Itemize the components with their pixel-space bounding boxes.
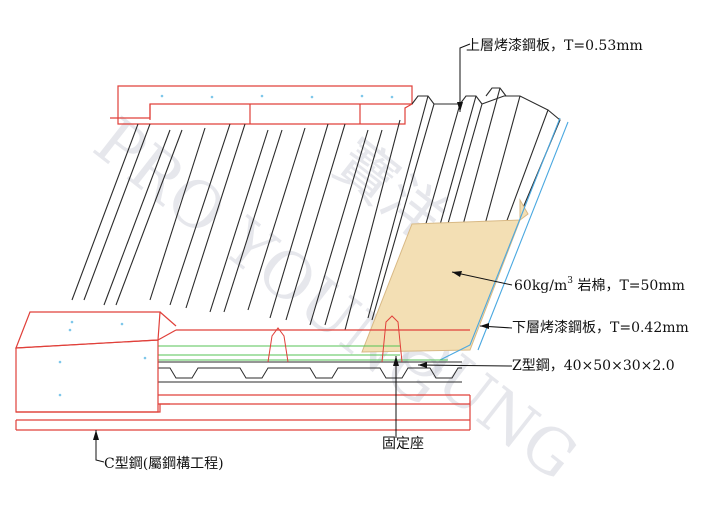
label-rockwool-prefix: 60kg/m [514, 278, 567, 294]
top-beam-dots [160, 94, 394, 99]
watermark: PRO YOUNG 寶洋 YOUNG [80, 104, 591, 494]
fixing-seat [267, 315, 403, 363]
front-beam-section [15, 311, 471, 431]
label-z-steel: Z型鋼，40×50×30×2.0 [512, 358, 675, 374]
label-rockwool-sup: 3 [567, 276, 573, 286]
top-beam-section [110, 85, 413, 125]
label-upper-sheet: 上層烤漆鋼板，T=0.53mm [466, 38, 643, 54]
label-lower-sheet: 下層烤漆鋼板，T=0.42mm [512, 320, 689, 336]
lower-steel-sheet [439, 117, 569, 361]
leader-arrows [93, 102, 489, 440]
label-c-steel: C型鋼(屬鋼構工程) [104, 456, 224, 472]
lower-profile [158, 361, 462, 383]
z-steel-purlin [158, 345, 448, 361]
label-rockwool-suffix: 岩棉，T=50mm [573, 277, 685, 294]
label-rockwool: 60kg/m3 岩棉，T=50mm [514, 276, 685, 294]
label-fixing-seat: 固定座 [382, 436, 424, 452]
front-beam-dots [58, 320, 147, 397]
